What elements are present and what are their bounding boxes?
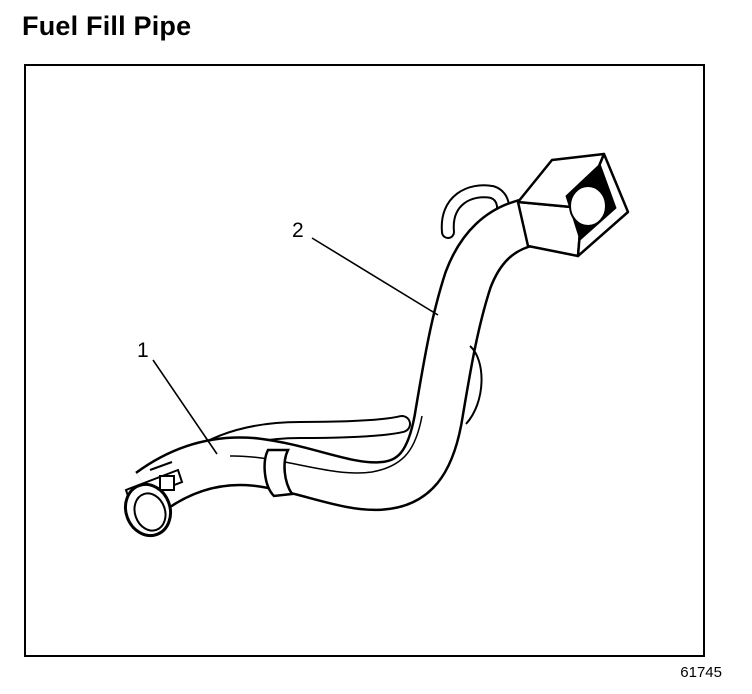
page-title: Fuel Fill Pipe: [22, 11, 192, 41]
callout-leader-2: [311, 237, 439, 316]
lower-pipe-opening: [123, 482, 173, 538]
hose-sleeve: [263, 448, 295, 498]
figure-frame: [24, 64, 705, 657]
callout-leaders: [152, 237, 439, 455]
mounting-bracket: [465, 345, 483, 425]
figure-id: 61745: [680, 664, 722, 681]
callout-label-2: 2: [292, 219, 304, 242]
callout-leader-1: [152, 359, 218, 455]
main-pipe: [135, 197, 537, 513]
callout-label-1: 1: [137, 339, 149, 362]
filler-neck-housing: [516, 152, 630, 258]
